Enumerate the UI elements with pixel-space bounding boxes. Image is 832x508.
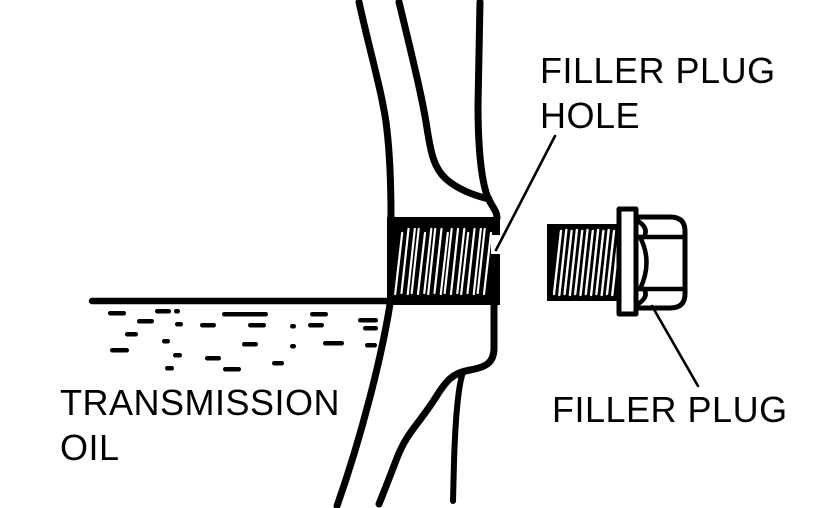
housing-boss-curve [375, 366, 474, 508]
filler-plug-hole-label: FILLER PLUG HOLE [540, 48, 776, 138]
plug-threaded-shank [547, 224, 626, 301]
shank-thread-hatching [552, 228, 626, 297]
housing-right-wall-lower [466, 300, 498, 374]
filler-plug-graphic [547, 206, 688, 317]
housing-outer-wall-lower [333, 300, 394, 508]
oil-dashes [108, 309, 378, 372]
hole-leader-line [494, 134, 557, 252]
plug-leader-line [650, 304, 700, 388]
filler-plug-hole-label-line2: HOLE [540, 95, 641, 136]
hole-thread-hatching [394, 227, 493, 296]
filler-plug-label-line1: FILLER PLUG [552, 389, 788, 430]
transmission-oil-graphic [88, 297, 393, 372]
housing-outline [333, 0, 501, 508]
housing-outer-wall-upper [355, 0, 395, 222]
filler-plug-hole-label-line1: FILLER PLUG [540, 50, 776, 91]
housing-right-wall-upper [474, 0, 501, 222]
transmission-oil-label-line2: OIL [60, 427, 120, 468]
filler-plug-label: FILLER PLUG [552, 387, 788, 432]
plug-hex-head [633, 214, 688, 311]
housing-inner-wall-lower [450, 369, 466, 504]
transmission-oil-label-line1: TRANSMISSION [60, 382, 341, 423]
plug-hex-facets [634, 218, 686, 307]
transmission-oil-label: TRANSMISSION OIL [60, 380, 340, 470]
housing-inner-wall-upper [395, 0, 493, 203]
filler-plug-hole [387, 217, 502, 305]
hole-opening-notch [491, 235, 502, 254]
plug-flange-washer [616, 206, 639, 317]
